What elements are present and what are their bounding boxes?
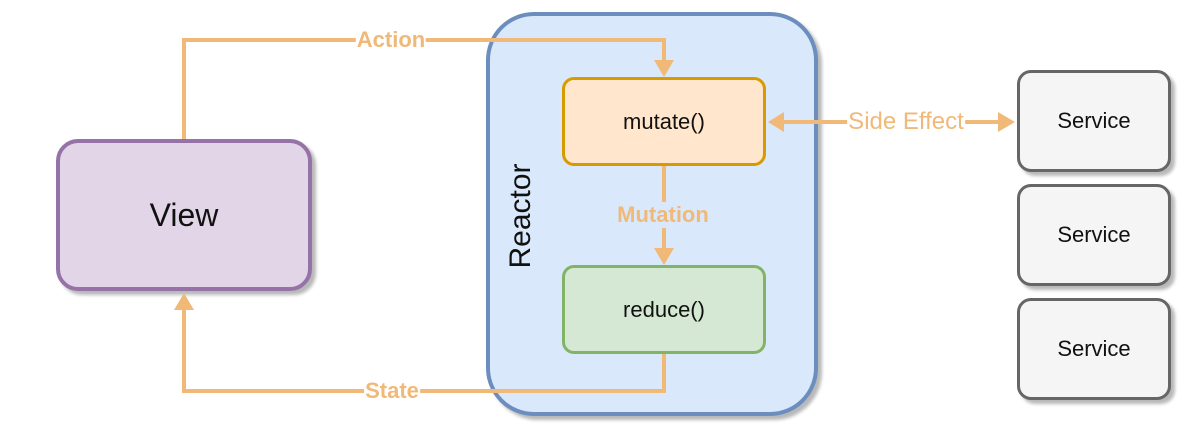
service-node[interactable]: Service (1017, 70, 1171, 172)
side-effect-arrowhead-left (768, 112, 784, 132)
view-node[interactable]: View (56, 139, 312, 291)
service-node[interactable]: Service (1017, 184, 1171, 286)
mutate-node[interactable]: mutate() (562, 77, 766, 166)
state-arrowhead (174, 293, 194, 310)
service-label: Service (1057, 222, 1131, 247)
side-effect-arrowhead-right (998, 112, 1015, 132)
mutation-edge-label: Mutation (616, 202, 710, 228)
action-edge-label: Action (355, 27, 427, 53)
state-edge-label: State (364, 378, 420, 404)
mutation-arrowhead (654, 248, 674, 265)
reduce-node[interactable]: reduce() (562, 265, 766, 354)
action-edge (182, 38, 666, 139)
side-effect-edge-label: Side Effect (847, 108, 965, 136)
action-arrowhead (654, 60, 674, 77)
state-edge (182, 308, 666, 393)
mutate-label: mutate() (623, 108, 705, 134)
service-label: Service (1057, 108, 1131, 133)
view-label: View (149, 196, 219, 233)
service-node[interactable]: Service (1017, 298, 1171, 400)
reduce-label: reduce() (623, 296, 705, 322)
service-label: Service (1057, 336, 1131, 361)
